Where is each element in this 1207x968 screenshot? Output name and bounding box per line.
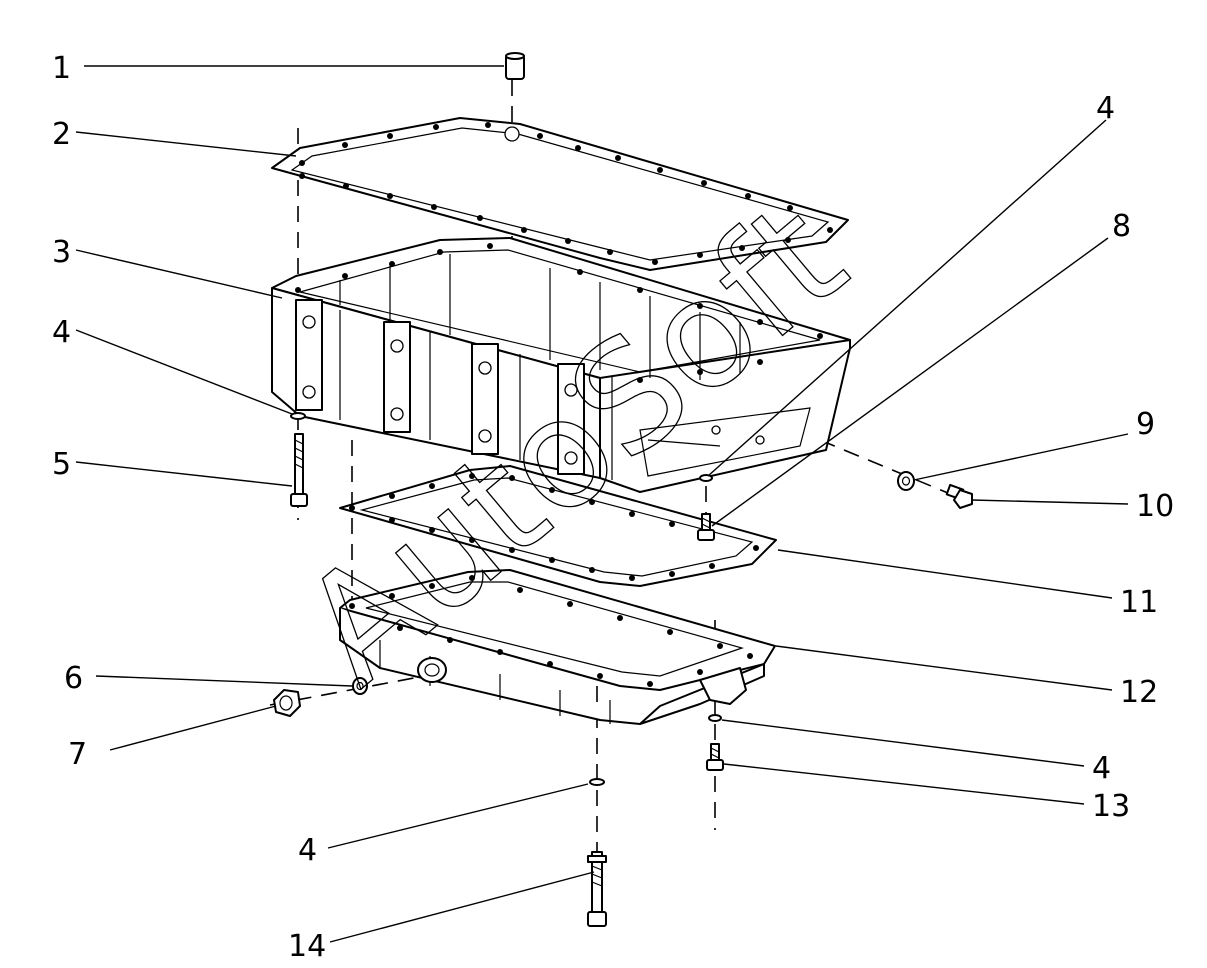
leader-12 xyxy=(775,645,1113,691)
leader-4a xyxy=(75,329,293,415)
callout-12: 12 xyxy=(1120,675,1158,710)
part-upper-gasket xyxy=(271,117,849,271)
part-upper-oil-pan xyxy=(271,237,851,493)
leader-13 xyxy=(723,763,1085,805)
callout-2: 2 xyxy=(52,117,71,152)
lower-pan-drain-boss xyxy=(417,657,447,683)
part-drain-plug xyxy=(273,689,301,717)
part-washer-right-lower xyxy=(708,714,722,722)
leader-10 xyxy=(971,499,1129,505)
part-lower-oil-pan xyxy=(339,569,776,725)
axis-drain-side xyxy=(819,439,961,499)
callout-4-bottom: 4 xyxy=(298,833,317,868)
upper-pan-ribs xyxy=(295,254,741,480)
callout-11: 11 xyxy=(1120,585,1158,620)
callout-10: 10 xyxy=(1136,489,1174,524)
leader-2 xyxy=(75,131,297,157)
leader-5 xyxy=(75,461,293,487)
part-washer-bottom-center xyxy=(589,778,605,786)
part-sealing-ring-drain xyxy=(352,677,368,695)
callout-7: 7 xyxy=(68,737,87,772)
middle-gasket-bolt-holes xyxy=(349,473,759,581)
part-stud-right xyxy=(697,513,715,541)
callout-1: 1 xyxy=(52,51,71,86)
upper-pan-bolt-holes xyxy=(295,243,823,465)
upper-gasket-bolt-holes xyxy=(299,122,833,265)
callout-5: 5 xyxy=(52,447,71,482)
leader-4d xyxy=(327,783,589,849)
leader-11 xyxy=(777,549,1113,599)
callout-numbers: 1 2 3 4 4 4 4 5 6 7 8 9 10 11 12 13 14 xyxy=(52,51,1174,964)
callout-8: 8 xyxy=(1112,209,1131,244)
callout-4-lower-right: 4 xyxy=(1092,751,1111,786)
leader-6 xyxy=(95,675,353,687)
part-sealing-washer-side xyxy=(897,471,915,491)
leader-14 xyxy=(329,871,595,943)
part-washer-left-upper xyxy=(290,412,306,420)
leader-7 xyxy=(109,705,277,751)
part-bolt-left xyxy=(290,433,308,507)
leader-9 xyxy=(913,433,1129,481)
leader-3 xyxy=(75,249,283,299)
part-plug-side xyxy=(945,483,973,509)
callout-4-top-right: 4 xyxy=(1096,91,1115,126)
callout-9: 9 xyxy=(1136,407,1155,442)
part-washer-right-upper xyxy=(699,474,713,482)
callout-6: 6 xyxy=(64,661,83,696)
lower-pan-bolt-holes xyxy=(349,575,753,687)
part-bolt-right-lower xyxy=(706,743,724,771)
part-long-bolt-bottom xyxy=(587,851,607,927)
leader-4c xyxy=(721,719,1085,767)
callout-3: 3 xyxy=(52,235,71,270)
callout-4-left: 4 xyxy=(52,315,71,350)
callout-13: 13 xyxy=(1092,789,1130,824)
callout-14: 14 xyxy=(288,929,326,964)
leader-4b xyxy=(707,119,1107,477)
part-middle-gasket xyxy=(339,465,777,587)
leader-lines xyxy=(75,65,1129,943)
part-dowel-sleeve xyxy=(505,52,525,80)
leader-8 xyxy=(711,237,1109,527)
